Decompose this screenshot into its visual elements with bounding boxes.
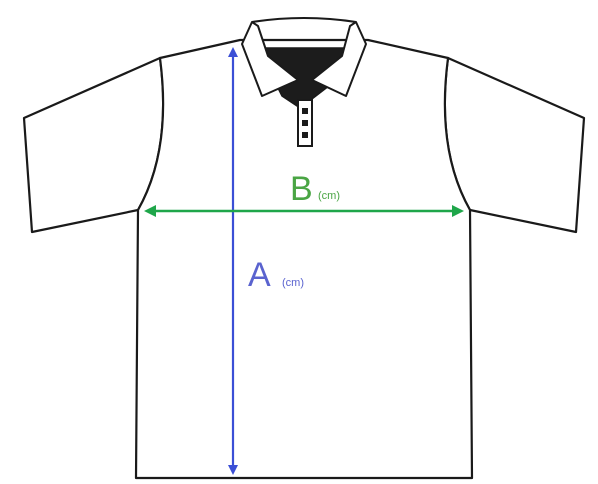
collar-right-flap [311,21,367,97]
label-a-unit: (cm) [282,277,304,289]
placket-button-1 [302,108,308,114]
collar-left-flap [241,21,299,97]
placket-button-2 [302,120,308,126]
label-b-letter: B [290,170,313,208]
label-a-letter: A [248,256,271,294]
collar-band [251,17,357,23]
shirt-body [134,38,474,480]
label-b-unit: (cm) [318,190,340,202]
placket-button-3 [302,132,308,138]
